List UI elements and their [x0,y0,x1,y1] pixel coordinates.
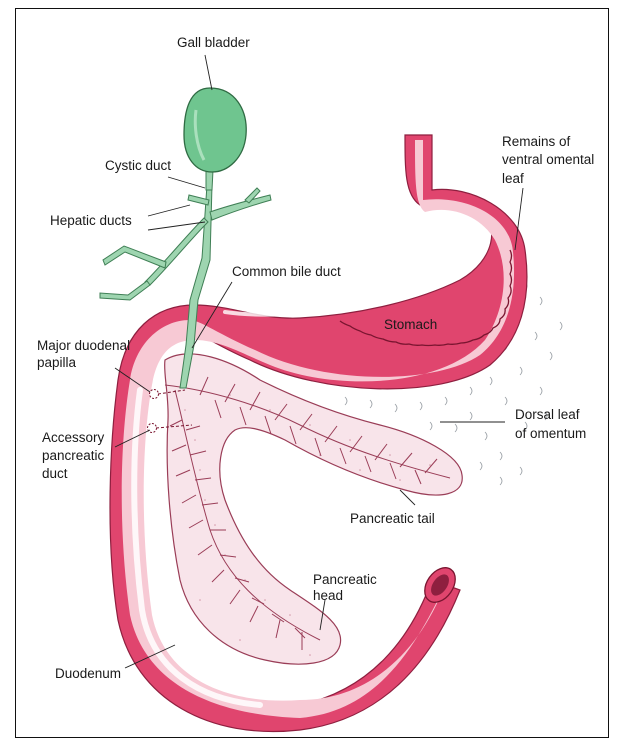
label-pancreatic-tail: Pancreatic tail [350,511,435,526]
label-pancreatic-head-2: head [313,588,343,603]
label-dorsal-leaf-1: Dorsal leaf [515,407,580,422]
accessory-papilla-opening [148,424,157,433]
label-stomach: Stomach [384,317,437,332]
gall-bladder-shape [184,88,246,172]
label-cystic-duct: Cystic duct [105,158,171,173]
label-dorsal-leaf-2: of omentum [515,426,586,441]
major-papilla-opening [150,390,159,399]
label-accessory-pancreatic-duct-1: Accessory [42,430,105,445]
label-duodenum: Duodenum [55,666,121,681]
label-remains-ventral-3: leaf [502,171,524,186]
label-accessory-pancreatic-duct-2: pancreatic [42,448,105,463]
label-gall-bladder: Gall bladder [177,35,250,50]
hepatic-duct-right [210,195,271,220]
label-pancreatic-head-1: Pancreatic [313,572,377,587]
label-remains-ventral-2: ventral omental [502,152,594,167]
label-common-bile-duct: Common bile duct [232,264,341,279]
label-remains-ventral-1: Remains of [502,134,571,149]
label-hepatic-ducts: Hepatic ducts [50,213,132,228]
label-accessory-pancreatic-duct-3: duct [42,466,68,481]
label-major-duodenal-papilla-1: Major duodenal [37,338,130,353]
label-major-duodenal-papilla-2: papilla [37,355,77,370]
